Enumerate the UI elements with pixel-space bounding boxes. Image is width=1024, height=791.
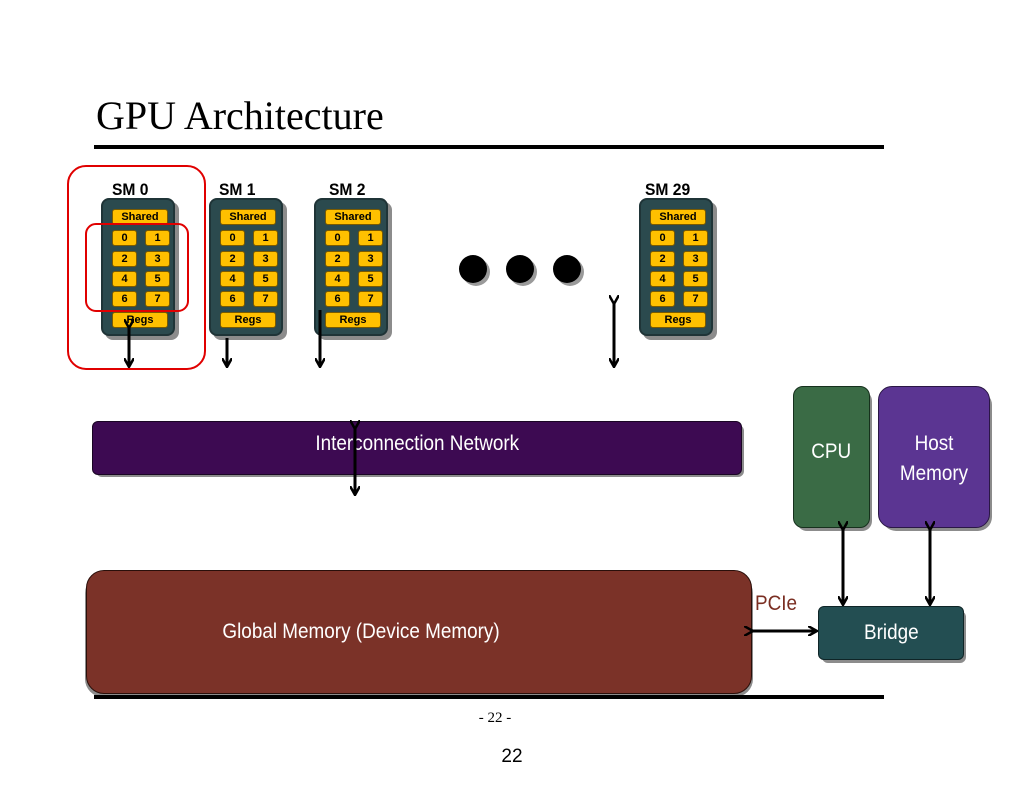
core-cell: 6 xyxy=(650,291,675,307)
slide-title: GPU Architecture xyxy=(96,93,384,138)
core-cell: 6 xyxy=(112,291,137,307)
core-cell: 4 xyxy=(325,271,350,287)
core-cell: 1 xyxy=(358,230,383,246)
cpu-box: CPU xyxy=(793,386,870,528)
interconnection-network: Interconnection Network xyxy=(92,421,742,475)
core-cell: 7 xyxy=(145,291,170,307)
global-memory-label: Global Memory (Device Memory) xyxy=(222,620,500,643)
core-cell: 5 xyxy=(358,271,383,287)
core-cell: 4 xyxy=(650,271,675,287)
host-memory-label: Host Memory xyxy=(899,432,969,485)
sm-1-label: SM 1 xyxy=(219,180,256,199)
cpu-label: CPU xyxy=(811,440,852,463)
sm-0-highlight xyxy=(67,165,206,370)
sm-1-block: Shared 0 1 2 3 4 5 6 7 Regs xyxy=(209,198,287,340)
core-cell: 3 xyxy=(145,251,170,267)
core-cell: 1 xyxy=(145,230,170,246)
core-cell: 4 xyxy=(220,271,245,287)
sm-29-block: Shared 0 1 2 3 4 5 6 7 Regs xyxy=(639,198,717,340)
sm-29-label: SM 29 xyxy=(645,180,691,199)
core-cell: 5 xyxy=(145,271,170,287)
core-cell: 0 xyxy=(112,230,137,246)
bridge-box: Bridge xyxy=(818,606,964,660)
ellipsis-dot xyxy=(459,255,487,283)
core-cell: 2 xyxy=(650,251,675,267)
core-cell: 0 xyxy=(325,230,350,246)
core-cell: 4 xyxy=(112,271,137,287)
footer-rule xyxy=(94,695,884,699)
core-cell: 2 xyxy=(325,251,350,267)
shared-memory-cell: Shared xyxy=(220,209,276,225)
core-cell: 3 xyxy=(683,251,708,267)
registers-cell: Regs xyxy=(650,312,706,328)
core-cell: 0 xyxy=(650,230,675,246)
shared-memory-cell: Shared xyxy=(325,209,381,225)
shared-memory-cell: Shared xyxy=(112,209,168,225)
core-cell: 6 xyxy=(220,291,245,307)
ellipsis-dot xyxy=(553,255,581,283)
core-cell: 1 xyxy=(253,230,278,246)
core-cell: 3 xyxy=(253,251,278,267)
bridge-label: Bridge xyxy=(863,621,919,644)
sm-2-block: Shared 0 1 2 3 4 5 6 7 Regs xyxy=(314,198,392,340)
ellipsis-dot xyxy=(506,255,534,283)
core-cell: 0 xyxy=(220,230,245,246)
registers-cell: Regs xyxy=(220,312,276,328)
core-cell: 3 xyxy=(358,251,383,267)
core-cell: 2 xyxy=(112,251,137,267)
core-cell: 7 xyxy=(358,291,383,307)
core-cell: 5 xyxy=(683,271,708,287)
interconnect-label: Interconnection Network xyxy=(315,432,519,455)
footer-page-label: - 22 - xyxy=(478,710,512,726)
global-memory: Global Memory (Device Memory) xyxy=(86,570,752,694)
pcie-label: PCIe xyxy=(755,592,798,615)
core-cell: 7 xyxy=(683,291,708,307)
slide-number: 22 xyxy=(501,746,523,767)
cores-highlight xyxy=(85,223,189,312)
core-cell: 6 xyxy=(325,291,350,307)
title-rule xyxy=(94,145,884,149)
shared-memory-cell: Shared xyxy=(650,209,706,225)
sm-0-label: SM 0 xyxy=(112,180,149,199)
core-cell: 1 xyxy=(683,230,708,246)
core-cell: 2 xyxy=(220,251,245,267)
host-memory-box: Host Memory xyxy=(878,386,990,528)
sm-2-label: SM 2 xyxy=(329,180,366,199)
core-cell: 7 xyxy=(253,291,278,307)
core-cell: 5 xyxy=(253,271,278,287)
registers-cell: Regs xyxy=(325,312,381,328)
